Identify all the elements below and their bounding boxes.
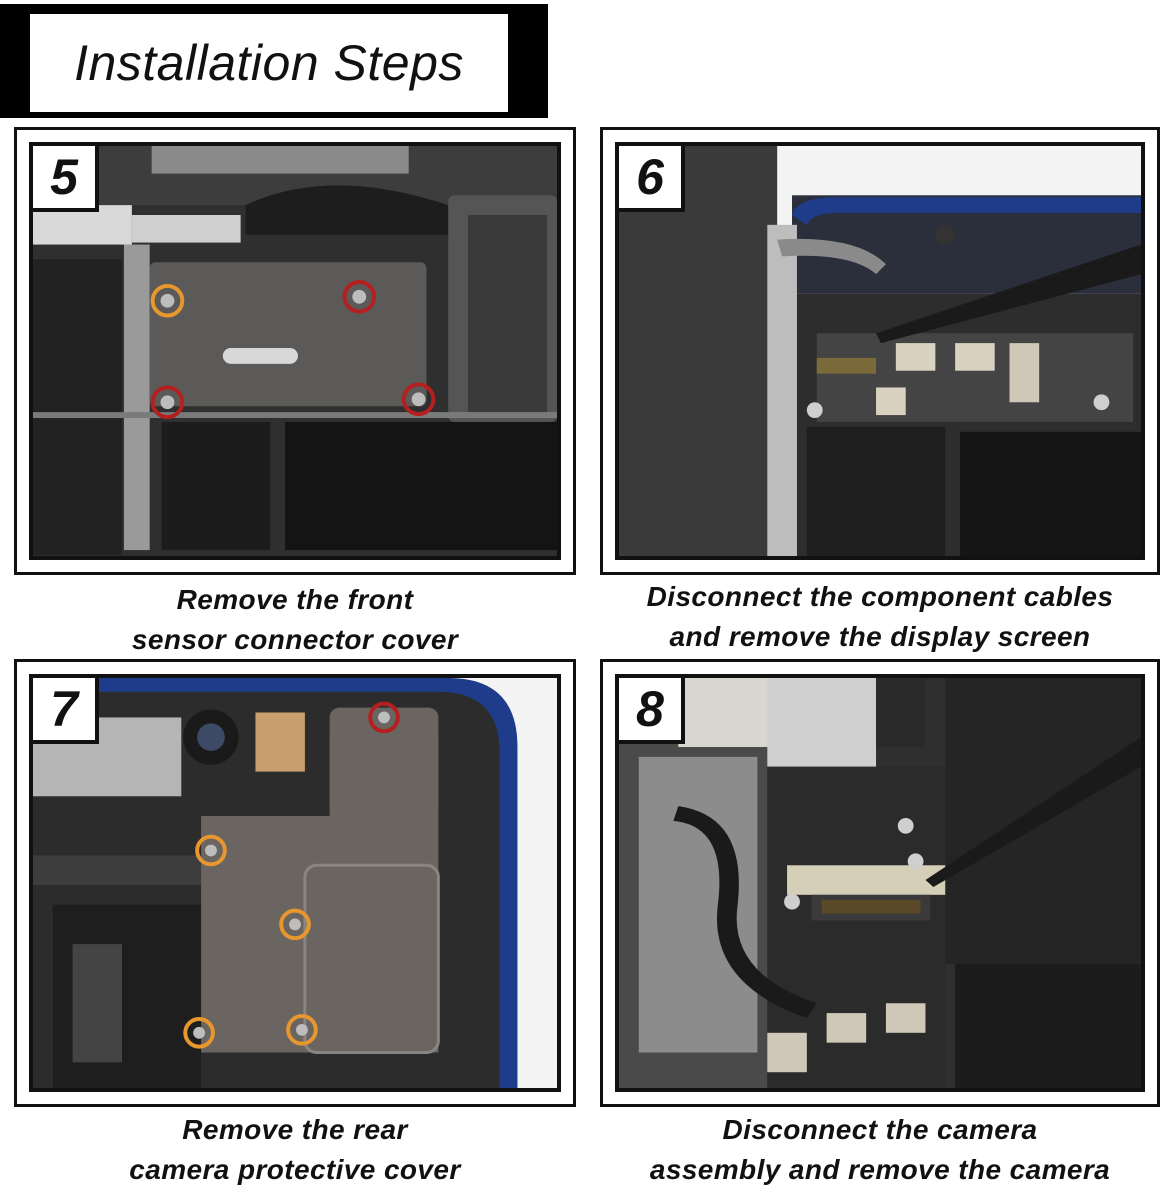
step-7-caption-line2: camera protective cover — [129, 1154, 461, 1185]
step-6-badge: 6 — [619, 146, 685, 212]
step-5-caption-line2: sensor connector cover — [131, 624, 459, 655]
step-7-caption-line1: Remove the rear — [182, 1114, 408, 1145]
step-panel-8: 8 — [600, 659, 1160, 1107]
step-6-caption-line2: and remove the display screen — [669, 621, 1091, 652]
step-6-caption: Disconnect the component cables and remo… — [600, 577, 1160, 657]
step-5-caption-line1: Remove the front — [176, 584, 414, 615]
step-8-number: 8 — [636, 681, 664, 737]
step-8-badge: 8 — [619, 678, 685, 744]
step-8-caption-line2: assembly and remove the camera — [649, 1154, 1111, 1185]
step-5-illustration — [33, 146, 557, 556]
step-7-caption: Remove the rear camera protective cover — [14, 1110, 576, 1190]
step-5-photo: 5 — [29, 142, 561, 560]
step-6-caption-line1: Disconnect the component cables — [646, 581, 1114, 612]
step-8-illustration — [619, 678, 1141, 1088]
step-7-badge: 7 — [33, 678, 99, 744]
step-panel-5: 5 — [14, 127, 576, 575]
step-8-caption-line1: Disconnect the camera — [722, 1114, 1038, 1145]
step-6-number: 6 — [636, 149, 664, 205]
step-5-number: 5 — [50, 149, 78, 205]
step-5-caption: Remove the front sensor connector cover — [14, 580, 576, 660]
step-8-caption: Disconnect the camera assembly and remov… — [600, 1110, 1160, 1190]
step-5-badge: 5 — [33, 146, 99, 212]
step-6-illustration — [619, 146, 1141, 556]
step-7-photo: 7 — [29, 674, 561, 1092]
title-inner: Installation Steps — [30, 14, 508, 112]
step-6-photo: 6 — [615, 142, 1145, 560]
title-banner: Installation Steps — [0, 4, 548, 118]
step-7-number: 7 — [50, 681, 78, 737]
step-8-photo: 8 — [615, 674, 1145, 1092]
step-panel-7: 7 — [14, 659, 576, 1107]
step-panel-6: 6 — [600, 127, 1160, 575]
page-title: Installation Steps — [74, 35, 464, 91]
step-7-illustration — [33, 678, 557, 1088]
